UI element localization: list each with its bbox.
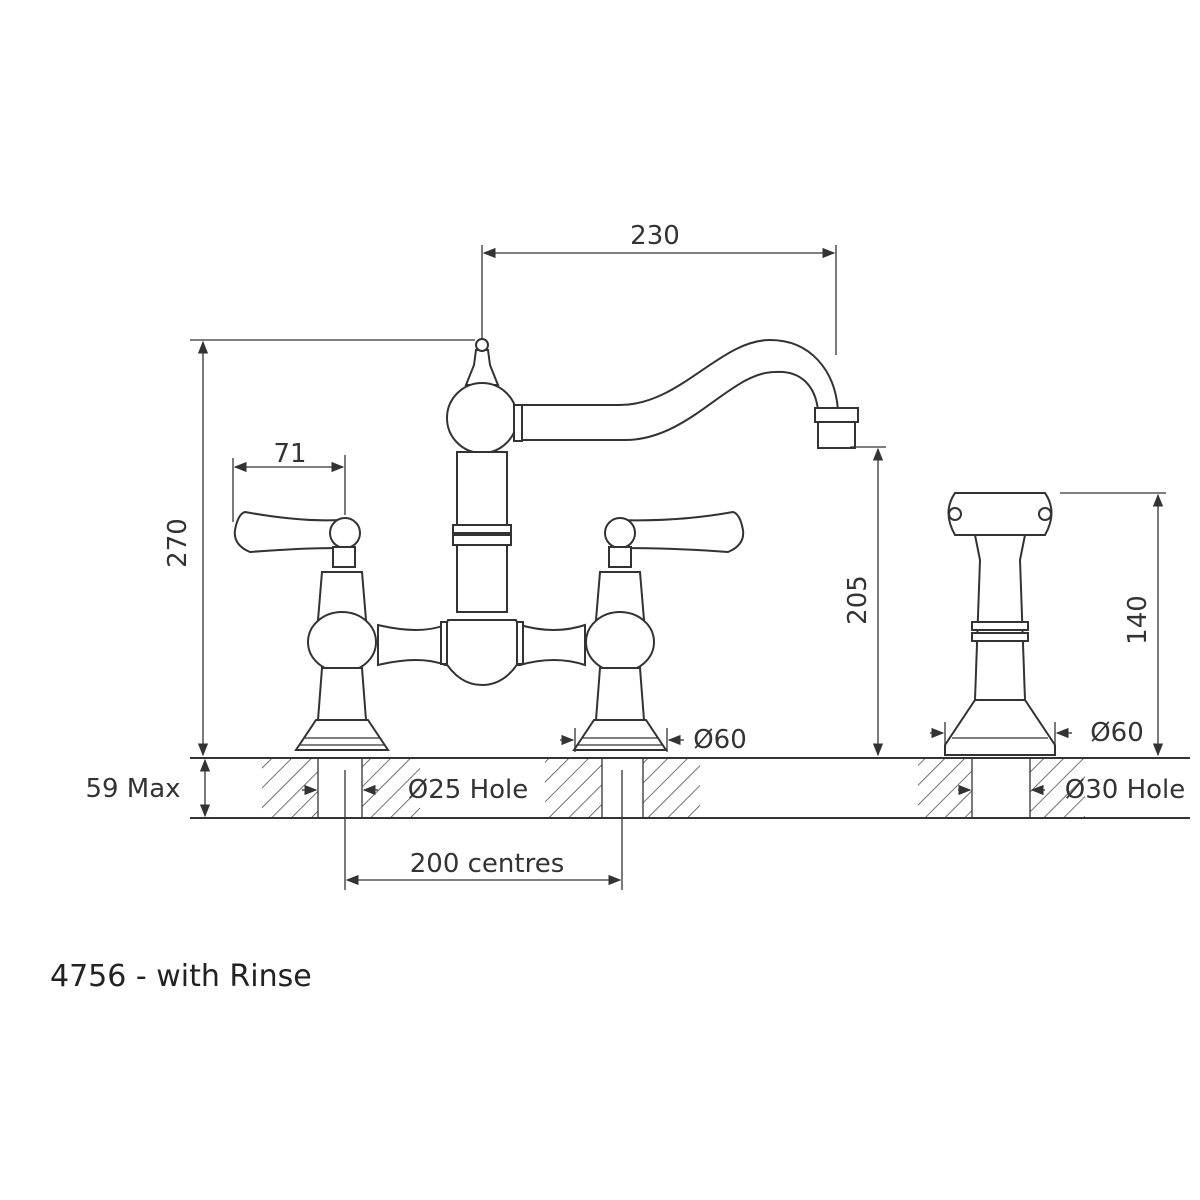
right-valve	[572, 510, 745, 751]
dim-spout-reach: 230	[630, 221, 680, 251]
dim-overall-height: 270	[163, 518, 193, 568]
dim-rinse-height: 140	[1123, 595, 1153, 645]
worktop-section	[190, 757, 1190, 819]
diagram-caption: 4756 - with Rinse	[50, 959, 312, 994]
dimension-lines	[190, 245, 1166, 890]
dim-tap-hole: Ø25 Hole	[408, 775, 529, 805]
dim-centres: 200 centres	[410, 849, 565, 879]
dim-spout-clearance: 205	[843, 575, 873, 625]
dim-deck-thickness: 59 Max	[85, 774, 180, 804]
dim-rinse-base: Ø60	[1090, 718, 1144, 748]
dim-tap-base: Ø60	[693, 725, 747, 755]
spout	[514, 338, 859, 449]
dim-handle-width: 71	[273, 439, 306, 469]
left-valve	[233, 510, 390, 751]
dim-rinse-hole: Ø30 Hole	[1065, 775, 1186, 805]
rinse-spray	[944, 492, 1056, 756]
central-column	[377, 338, 586, 687]
dimension-labels: 230 270 71 205 140 59 Max Ø25 Hole Ø60 Ø…	[85, 221, 1185, 879]
